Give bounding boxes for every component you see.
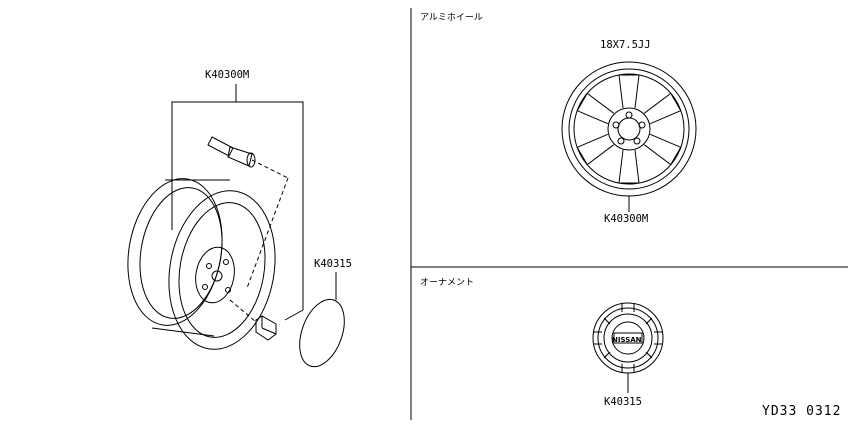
valve-stem-icon [207,136,289,289]
nissan-logo: NISSAN [612,336,642,344]
wheel-size-label: 18X7.5JJ [600,39,651,51]
bracket-line [171,101,304,310]
center-cap-icon [299,272,345,368]
ornament-heading: オーナメント [420,278,475,288]
aluminum-wheel-part-label: K40300M [604,213,649,225]
wheel-assembly-exploded [127,84,345,368]
diagram-code: YD33 0312 [762,404,842,419]
ornament-icon [592,302,664,374]
wheel-assembly-part-label: K40300M [205,69,250,81]
cap-part-label: K40315 [314,258,352,270]
aluminum-wheel-icon [561,61,697,197]
leader-line [284,309,304,321]
aluminum-wheel-heading: アルミホイール [420,13,483,23]
ornament-part-label: K40315 [604,396,642,408]
lug-nut-icon [229,299,277,341]
tire-icon [127,178,276,350]
